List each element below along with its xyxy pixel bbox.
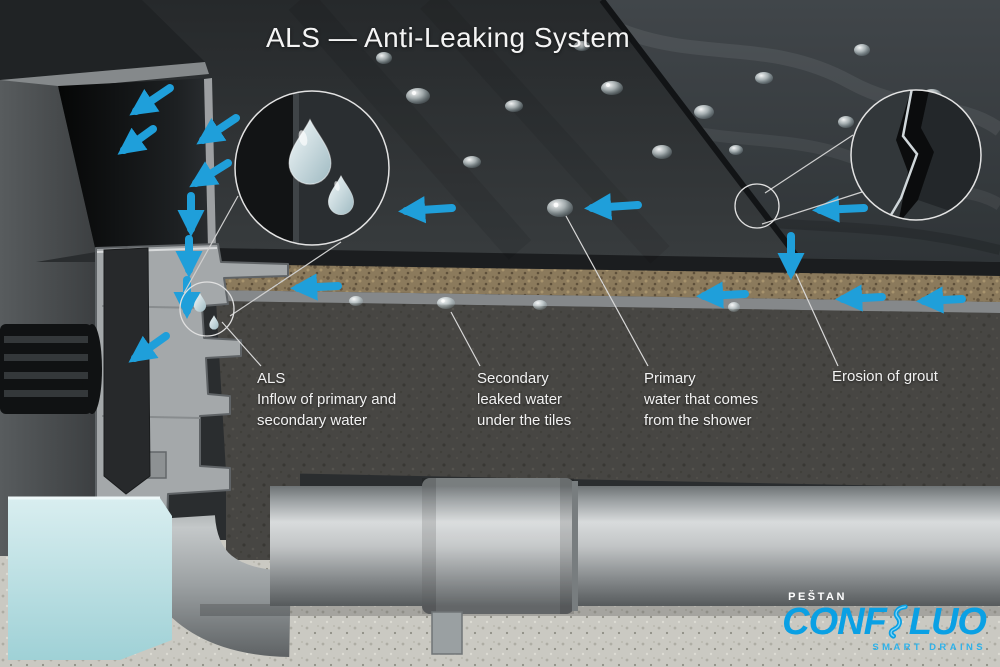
magnified-spot-drops <box>179 281 235 337</box>
under-tile-droplets <box>349 296 740 312</box>
annotation-line: Inflow of primary and <box>257 391 397 408</box>
flow-arrow-icon <box>128 332 170 363</box>
annotation-line: Primary <box>644 370 696 387</box>
pipe-coupling <box>422 478 578 614</box>
annotation-line: ALS <box>257 370 286 387</box>
callout-crack <box>734 89 982 229</box>
drain-grate <box>0 324 102 414</box>
confluo-logo: PEŠTAN CONF LUO SMART DRAINS <box>782 591 987 653</box>
logo-name-suffix: LUO <box>908 600 987 643</box>
annotation-erosion: Erosion of grout <box>832 366 938 387</box>
logo-tagline: SMART DRAINS <box>872 642 986 653</box>
leveling-layer <box>216 290 1000 313</box>
grout-seam <box>599 0 801 260</box>
annotation-line: under the tiles <box>477 412 572 429</box>
drain-pipe <box>200 478 1000 655</box>
flow-arrow-icon <box>189 159 232 188</box>
trap-water <box>8 496 172 660</box>
annotation-primary-water: Primary water that comes from the shower <box>644 368 758 431</box>
drain-body <box>95 243 289 557</box>
drain-elbow-pipe <box>129 513 292 657</box>
annotation-secondary-water: Secondary leaked water under the tiles <box>477 368 571 431</box>
annotation-als: ALS Inflow of primary and secondary wate… <box>257 368 396 431</box>
logo-maker: PEŠTAN <box>788 591 847 603</box>
flow-arrow-icon <box>398 196 456 224</box>
logo-name: CONF LUO <box>782 600 987 643</box>
annotation-line: secondary water <box>257 412 368 429</box>
flow-arrow-icon <box>916 286 966 314</box>
annotation-line: water that comes <box>644 391 759 408</box>
flow-arrow-icon <box>290 273 342 301</box>
flow-arrows <box>117 84 966 363</box>
flow-arrow-icon <box>196 114 240 145</box>
leader-lines <box>221 215 839 367</box>
callout-drops <box>179 90 390 337</box>
annotation-line: Secondary <box>477 370 549 387</box>
magnified-spot-grout <box>734 183 780 229</box>
drain-left-face <box>0 80 96 268</box>
flow-arrow-icon <box>117 125 157 155</box>
annotation-line: Erosion of grout <box>832 368 938 385</box>
flow-arrow-icon <box>584 193 642 221</box>
flow-arrow-icon <box>835 284 886 312</box>
confluo-s-icon <box>888 604 908 639</box>
annotation-line: from the shower <box>644 412 752 429</box>
flow-arrow-icon <box>129 84 174 116</box>
drain-throat <box>103 247 151 495</box>
flow-arrow-icon <box>812 195 868 223</box>
logo-name-prefix: CONF <box>782 600 887 643</box>
annotation-line: leaked water <box>477 391 563 408</box>
pipe-bracket <box>431 611 463 655</box>
flow-arrow-icon <box>696 281 749 309</box>
page-title: ALS — Anti-Leaking System <box>266 22 631 53</box>
